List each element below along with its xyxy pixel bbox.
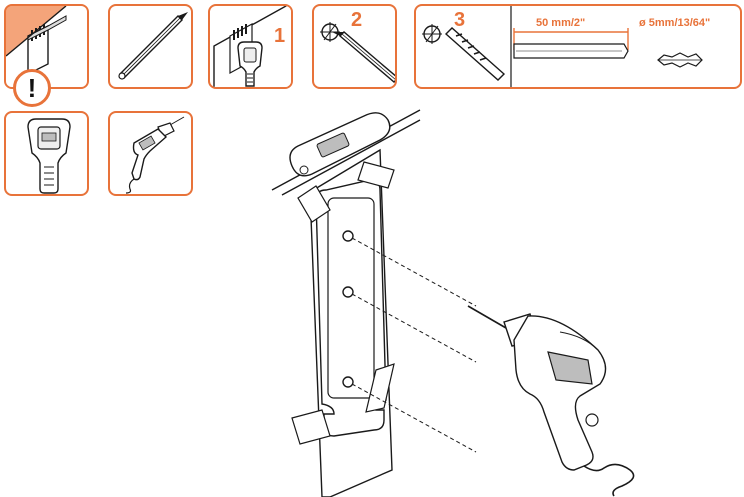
stud-detector-icon [213,6,291,87]
stud-detector-icon [27,118,71,194]
power-drill-icon [125,116,185,194]
pencil-icon [118,12,188,80]
panel-drill-spec: 3 50 mm/2" ø 5mm/13/64" [414,4,742,89]
tape-piece [357,161,395,189]
tape-piece [365,363,395,413]
step-number-1: 1 [274,25,286,47]
tape-piece [291,409,331,445]
mark-crosshair-icon [320,22,395,83]
panel-mark-holes: 2 [312,4,397,89]
hole-marker [342,286,354,298]
hole-marker [342,230,354,242]
panel-pencil [108,4,193,89]
drill-bit-icon [422,6,703,87]
power-drill-icon [467,305,635,497]
panel-detector-tool [4,111,89,196]
drill-depth-label: 50 mm/2" [536,17,586,29]
panel-drill-tool [108,111,193,196]
step-number-3: 3 [454,9,466,31]
warning-icon: ! [13,69,51,107]
drill-diameter-label: ø 5mm/13/64" [639,17,711,29]
tape-piece [297,185,331,223]
panel-detector-scan: 1 [208,4,293,89]
step-number-2: 2 [351,9,363,31]
hole-marker [342,376,354,388]
